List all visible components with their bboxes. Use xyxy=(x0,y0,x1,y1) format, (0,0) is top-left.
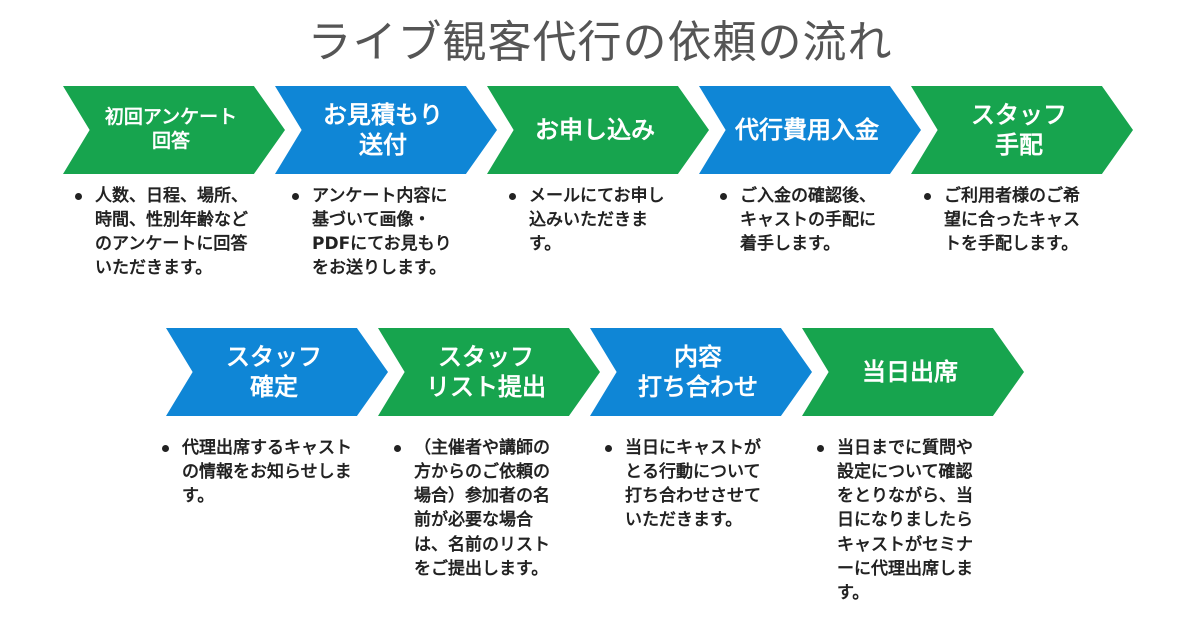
step-7-description: （主催者や講師の 方からのご依頼の 場合）参加者の名 前が必要な場合 は、名前の… xyxy=(392,436,582,581)
step-2-description: アンケート内容に 基づいて画像・ PDFにてお見もり をお送りします。 xyxy=(290,184,480,281)
step-3-chevron: お申し込み xyxy=(487,86,709,174)
step-4-label: 代行費用入金 xyxy=(735,116,879,144)
step-7-label: スタッフ リスト提出 xyxy=(426,343,546,401)
step-8-label: 内容 打ち合わせ xyxy=(638,343,758,401)
step-9-chevron: 当日出席 xyxy=(802,328,1024,416)
step-3-label: お申し込み xyxy=(535,116,655,144)
step-9-desc-item: 当日までに質問や 設定について確認 をとりながら、当 日になりましたら キャスト… xyxy=(815,436,1005,605)
step-4-chevron: 代行費用入金 xyxy=(699,86,921,174)
step-6-desc-item: 代理出席するキャスト の情報をお知らせしま す。 xyxy=(160,436,380,508)
step-7-chevron: スタッフ リスト提出 xyxy=(378,328,600,416)
step-5-label: スタッフ 手配 xyxy=(971,101,1067,159)
step-8-description: 当日にキャストが とる行動について 打ち合わせさせて いただきます。 xyxy=(603,436,793,533)
step-6-label: スタッフ 確定 xyxy=(226,343,322,401)
step-2-desc-item: アンケート内容に 基づいて画像・ PDFにてお見もり をお送りします。 xyxy=(290,184,480,281)
step-5-desc-item: ご利用者様のご希 望に合ったキャス トを手配します。 xyxy=(922,184,1122,256)
step-8-desc-item: 当日にキャストが とる行動について 打ち合わせさせて いただきます。 xyxy=(603,436,793,533)
step-7-desc-item: （主催者や講師の 方からのご依頼の 場合）参加者の名 前が必要な場合 は、名前の… xyxy=(392,436,582,581)
step-1-description: 人数、日程、場所、 時間、性別年齢など のアンケートに回答 いただきます。 xyxy=(73,184,273,281)
step-1-label: 初回アンケート 回答 xyxy=(104,106,238,152)
step-9-label: 当日出席 xyxy=(862,358,958,386)
step-2-chevron: お見積もり 送付 xyxy=(275,86,497,174)
step-8-chevron: 内容 打ち合わせ xyxy=(590,328,812,416)
step-5-description: ご利用者様のご希 望に合ったキャス トを手配します。 xyxy=(922,184,1122,256)
step-5-chevron: スタッフ 手配 xyxy=(911,86,1133,174)
step-4-description: ご入金の確認後、 キャストの手配に 着手します。 xyxy=(718,184,908,256)
step-3-desc-item: メールにてお申し 込みいただきま す。 xyxy=(507,184,697,256)
step-4-desc-item: ご入金の確認後、 キャストの手配に 着手します。 xyxy=(718,184,908,256)
step-3-description: メールにてお申し 込みいただきま す。 xyxy=(507,184,697,256)
step-1-desc-item: 人数、日程、場所、 時間、性別年齢など のアンケートに回答 いただきます。 xyxy=(73,184,273,281)
page-title: ライブ観客代行の依頼の流れ xyxy=(307,17,893,68)
step-2-label: お見積もり 送付 xyxy=(323,101,443,159)
step-9-description: 当日までに質問や 設定について確認 をとりながら、当 日になりましたら キャスト… xyxy=(815,436,1005,605)
step-6-chevron: スタッフ 確定 xyxy=(166,328,388,416)
step-1-chevron: 初回アンケート 回答 xyxy=(63,86,285,174)
step-6-description: 代理出席するキャスト の情報をお知らせしま す。 xyxy=(160,436,380,508)
